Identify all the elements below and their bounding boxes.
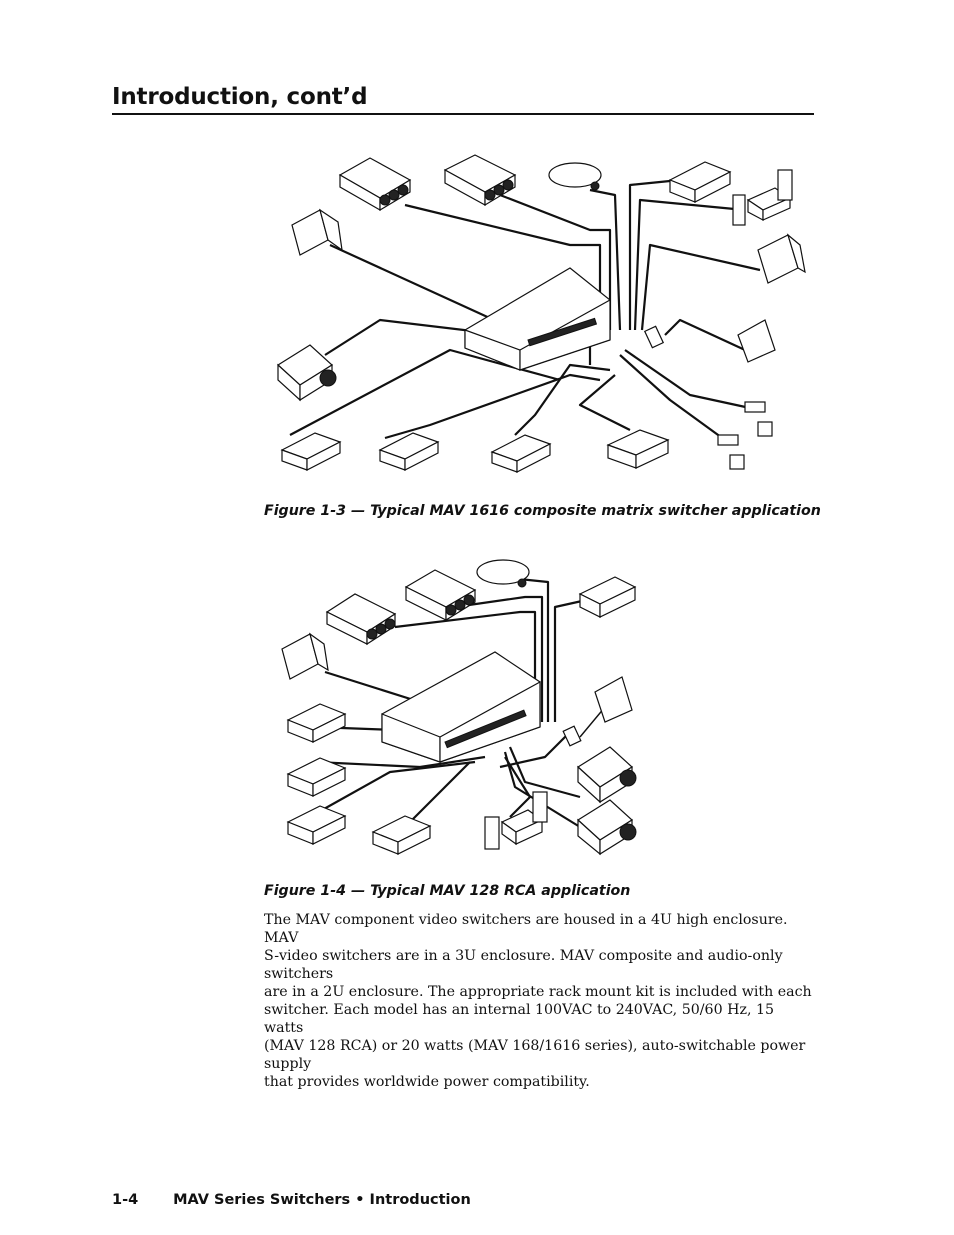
projector-icon — [327, 594, 395, 644]
vcr-icon — [282, 433, 340, 470]
body-line: that provides worldwide power compatibil… — [264, 1073, 812, 1091]
body-line: (MAV 128 RCA) or 20 watts (MAV 168/1616 … — [264, 1037, 812, 1073]
vcr-icon — [373, 816, 430, 854]
vcr-icon — [288, 806, 345, 844]
vcr-icon — [492, 435, 550, 472]
body-line: are in a 2U enclosure. The appropriate r… — [264, 983, 812, 1001]
monitor-icon — [282, 634, 328, 679]
footer-title: MAV Series Switchers • Introduction — [173, 1192, 471, 1208]
vcr-icon — [580, 577, 635, 617]
projector-icon — [406, 570, 475, 620]
lcd-projector-icon — [549, 163, 601, 190]
matrix-switcher — [465, 268, 610, 370]
figure-1-3-caption: Figure 1-3 — Typical MAV 1616 composite … — [264, 503, 821, 519]
security-camera-icon — [718, 435, 744, 469]
figure-1-3-illustration — [270, 150, 810, 490]
figure-1-4-illustration — [270, 552, 650, 860]
security-camera-icon — [745, 402, 772, 436]
vcr-icon — [670, 162, 730, 202]
audio-system-icon — [485, 792, 547, 849]
vcr-icon — [608, 430, 668, 468]
page-footer: 1-4 MAV Series Switchers • Introduction — [112, 1192, 471, 1208]
page-title: Introduction, cont’d — [112, 84, 367, 110]
page-number: 1-4 — [112, 1192, 168, 1208]
figure-1-4-caption: Figure 1-4 — Typical MAV 128 RCA applica… — [264, 883, 630, 899]
control-panel-icon — [645, 320, 775, 362]
monitor-icon — [758, 235, 805, 283]
vcr-icon — [288, 704, 345, 742]
projector-icon — [340, 158, 410, 210]
lcd-projector-icon — [477, 560, 529, 587]
vcr-icon — [380, 433, 438, 470]
body-line: The MAV component video switchers are ho… — [264, 911, 812, 947]
camcorder-icon — [578, 800, 636, 854]
body-line: S-video switchers are in a 3U enclosure.… — [264, 947, 812, 983]
control-panel-icon — [563, 677, 632, 746]
audio-system-icon — [733, 170, 792, 225]
body-paragraph: The MAV component video switchers are ho… — [264, 911, 812, 1091]
body-line: switcher. Each model has an internal 100… — [264, 1001, 812, 1037]
matrix-switcher — [382, 652, 540, 762]
header-rule — [112, 113, 814, 115]
camcorder-icon — [578, 747, 636, 802]
